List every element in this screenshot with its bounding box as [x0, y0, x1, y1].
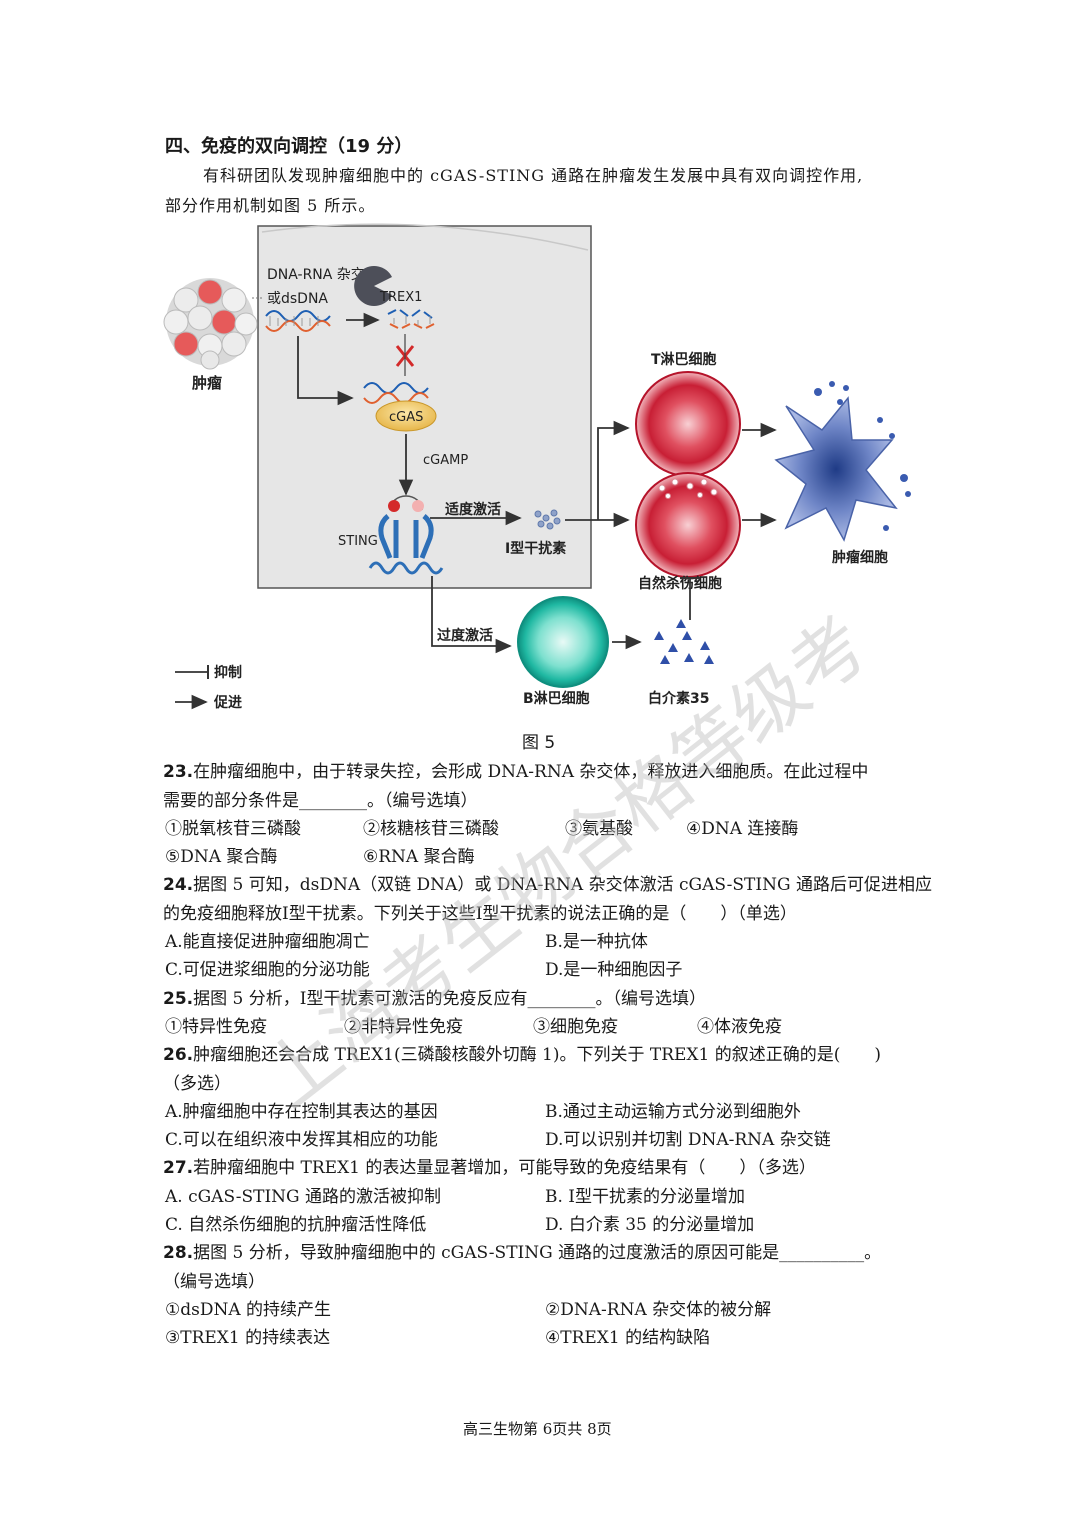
figure-5-diagram: 肿瘤 DNA-RNA 杂交体 或dsDNA TREX1: [163, 223, 911, 711]
trex1-icon: [354, 266, 392, 306]
sting-icon: [368, 495, 444, 575]
question-26-line-1: 26.肿瘤细胞还会合成 TREX1(三磷酸核酸外切酶 1)。下列关于 TREX1…: [163, 1045, 882, 1065]
question-28-line-1: 28.据图 5 分析，导致肿瘤细胞中的 cGAS-STING 通路的过度激活的原…: [163, 1243, 882, 1263]
figure-caption: 图 5: [522, 733, 556, 753]
section-title: 四、免疫的双向调控（19 分）: [165, 136, 413, 157]
q25-option-2: ②非特异性免疫: [344, 1017, 463, 1037]
page-footer: 高三生物第 6页共 8页: [463, 1420, 612, 1438]
legend-promote-label: 促进: [213, 694, 242, 711]
label-b-cell: B淋巴细胞: [523, 690, 590, 707]
question-24-line-1: 24.据图 5 可知，dsDNA（双链 DNA）或 DNA-RNA 杂交体激活 …: [163, 875, 932, 895]
cell-membrane-curve: [261, 223, 589, 251]
label-cgamp: cGAMP: [423, 453, 468, 468]
label-t-cell: T淋巴细胞: [651, 351, 717, 368]
question-27-line-1: 27.若肿瘤细胞中 TREX1 的表达量显著增加，可能导致的免疫结果有（ ）（多…: [163, 1158, 816, 1178]
q23-option-6: ⑥RNA 聚合酶: [363, 847, 475, 867]
q27-option-c: C. 自然杀伤细胞的抗肿瘤活性降低: [165, 1215, 427, 1235]
cgas-icon: [375, 400, 437, 432]
q28-option-2: ②DNA-RNA 杂交体的被分解: [545, 1300, 772, 1320]
q28-option-4: ④TREX1 的结构缺陷: [545, 1328, 711, 1348]
q26-option-c: C.可以在组织液中发挥其相应的功能: [165, 1130, 438, 1150]
q24-option-b: B.是一种抗体: [545, 932, 648, 952]
label-moderate: 适度激活: [445, 501, 501, 518]
label-trex1: TREX1: [379, 290, 422, 305]
q27-option-d: D. 白介素 35 的分泌量增加: [545, 1215, 755, 1235]
q23-option-4: ④DNA 连接酶: [686, 819, 799, 839]
b-cell-icon: [517, 596, 609, 688]
question-24-line-2: 的免疫细胞释放Ⅰ型干扰素。下列关于这些Ⅰ型干扰素的说法正确的是（ ）（单选）: [163, 904, 797, 924]
label-excessive: 过度激活: [437, 627, 493, 644]
q27-option-b: B. Ⅰ型干扰素的分泌量增加: [545, 1187, 746, 1207]
q24-option-a: A.能直接促进肿瘤细胞凋亡: [165, 932, 370, 952]
q26-option-a: A.肿瘤细胞中存在控制其表达的基因: [165, 1102, 438, 1122]
t-cell-icon: [635, 371, 741, 477]
label-sting: STING: [338, 534, 378, 549]
q25-option-4: ④体液免疫: [697, 1017, 782, 1037]
tumor-icon: [163, 278, 258, 370]
dna-helix-icon: [265, 310, 331, 332]
question-25-line-1: 25.据图 5 分析，Ⅰ型干扰素可激活的免疫反应有________。（编号选填）: [163, 989, 706, 1009]
question-23-line-2: 需要的部分条件是________。（编号选填）: [163, 791, 478, 811]
interferon-icon: [534, 509, 561, 530]
tumor-cell-icon: [774, 396, 898, 542]
label-il35: 白介素35: [648, 690, 709, 707]
q26-option-d: D.可以识别并切割 DNA-RNA 杂交链: [545, 1130, 831, 1150]
q27-option-a: A. cGAS-STING 通路的激活被抑制: [165, 1187, 442, 1207]
q26-option-b: B.通过主动运输方式分泌到细胞外: [545, 1102, 801, 1122]
label-nk-cell: 自然杀伤细胞: [638, 575, 722, 592]
q23-option-1: ①脱氧核苷三磷酸: [165, 819, 301, 839]
q28-option-3: ③TREX1 的持续表达: [165, 1328, 331, 1348]
label-cgas: cGAS: [389, 410, 423, 425]
label-tumor-cell: 肿瘤细胞: [832, 549, 888, 566]
q23-option-2: ②核糖核苷三磷酸: [363, 819, 499, 839]
q24-option-d: D.是一种细胞因子: [545, 960, 683, 980]
tumor-debris-icon: [814, 381, 911, 531]
label-tumor: 肿瘤: [192, 374, 222, 392]
intro-line-2: 部分作用机制如图 5 所示。: [165, 196, 376, 215]
nk-granules-icon: [658, 478, 718, 499]
label-hybrid-line2: 或dsDNA: [267, 291, 328, 307]
il35-icon: [654, 619, 714, 664]
q25-option-1: ①特异性免疫: [165, 1017, 267, 1037]
question-23-line-1: 23.在肿瘤细胞中，由于转录失控，会形成 DNA-RNA 杂交体，释放进入细胞质…: [163, 762, 869, 782]
q23-option-3: ③氨基酸: [565, 819, 633, 839]
q23-option-5: ⑤DNA 聚合酶: [165, 847, 278, 867]
q24-option-c: C.可促进浆细胞的分泌功能: [165, 960, 370, 980]
question-28-line-2: （编号选填）: [163, 1272, 265, 1292]
legend: 抑制 促进: [175, 664, 242, 711]
label-hybrid-line1: DNA-RNA 杂交体: [267, 266, 379, 283]
q28-option-1: ①dsDNA 的持续产生: [165, 1300, 332, 1320]
label-interferon: Ⅰ型干扰素: [505, 540, 566, 557]
question-26-line-2: （多选）: [163, 1074, 231, 1094]
intro-line-1: 有科研团队发现肿瘤细胞中的 cGAS-STING 通路在肿瘤发生发展中具有双向调…: [203, 166, 864, 185]
q25-option-3: ③细胞免疫: [533, 1017, 618, 1037]
degraded-dna-icon: [387, 309, 435, 329]
legend-inhibit-label: 抑制: [214, 664, 242, 681]
